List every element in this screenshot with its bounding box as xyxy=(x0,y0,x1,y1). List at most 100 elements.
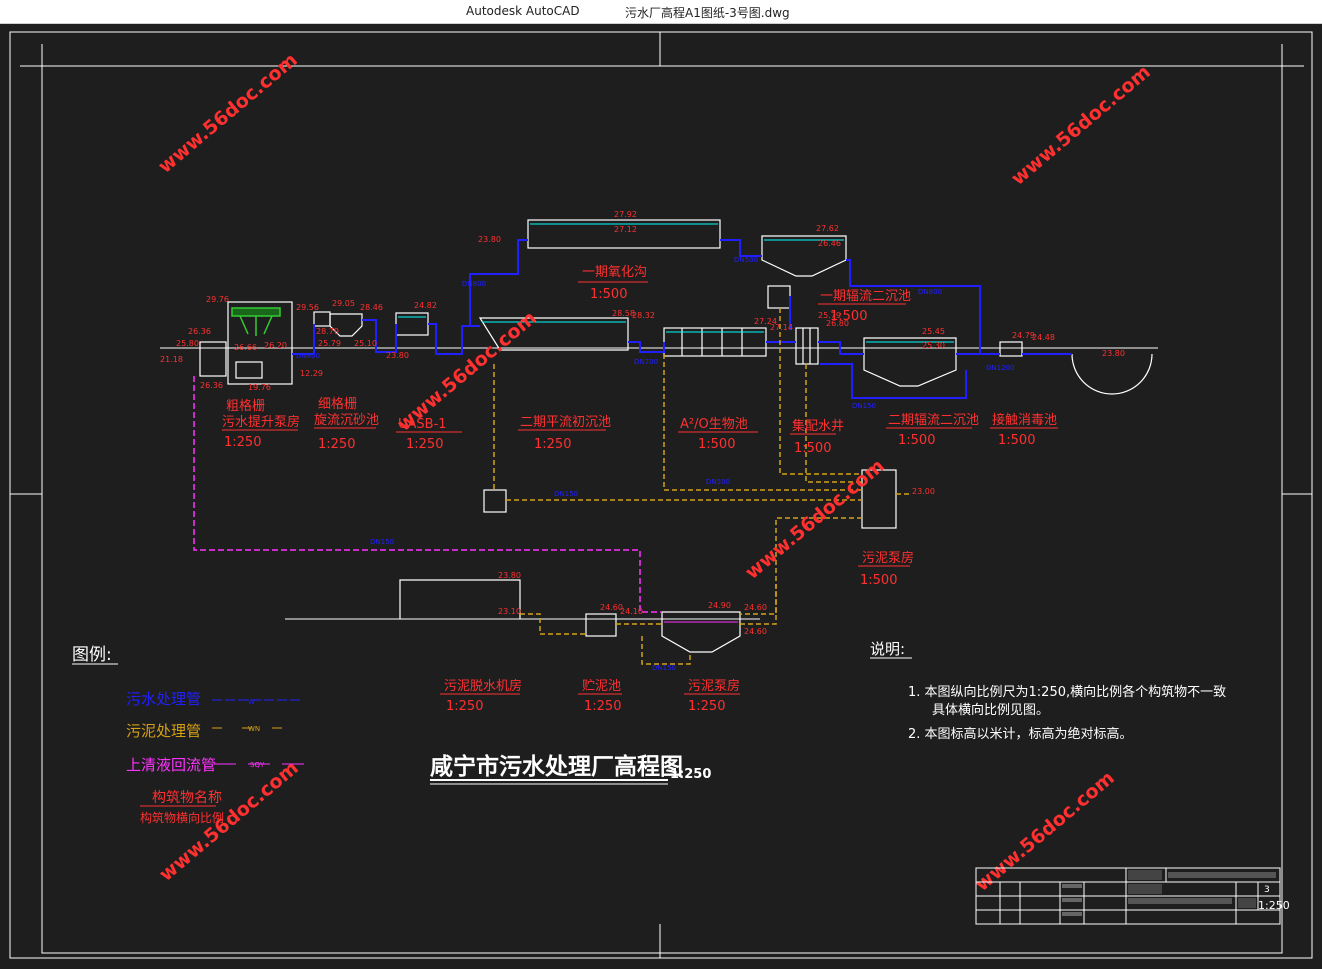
return-pipe xyxy=(193,376,662,613)
structure-name: 二期辐流二沉池 xyxy=(888,413,979,428)
uasb-tank xyxy=(395,312,429,336)
svg-text:29.05: 29.05 xyxy=(332,299,355,308)
fine-screen xyxy=(313,311,331,327)
phase1-well xyxy=(767,285,791,309)
svg-text:24.60: 24.60 xyxy=(744,603,767,612)
structure-scale: 1:500 xyxy=(698,437,735,452)
inner-frame xyxy=(41,65,1283,954)
phase2-secondary-clarifier xyxy=(863,337,957,387)
phase1-secondary-clarifier xyxy=(761,235,847,277)
svg-text:24.90: 24.90 xyxy=(708,601,731,610)
oxidation-ditch xyxy=(527,219,721,249)
svg-text:24.48: 24.48 xyxy=(1032,333,1055,342)
structure-name: 旋流沉砂池 xyxy=(314,413,379,428)
svg-text:DN800: DN800 xyxy=(918,288,942,296)
primary-clarifier xyxy=(478,317,629,351)
svg-text:24.60: 24.60 xyxy=(600,603,623,612)
svg-text:24.82: 24.82 xyxy=(414,301,437,310)
structure-name: 污泥泵房 xyxy=(862,550,914,566)
svg-text:26.80: 26.80 xyxy=(826,319,849,328)
svg-text:DN150: DN150 xyxy=(652,664,676,672)
legend: 图例: 污水处理管 W 污泥处理管 WN 上清液回流管 SQY 构筑物名称 构筑… xyxy=(72,645,310,825)
structure-scale: 1:250 xyxy=(318,437,355,452)
structure-scale: 1:250 xyxy=(534,437,571,452)
outfall-river xyxy=(1071,353,1153,395)
structure-name: UASB-1 xyxy=(398,417,447,432)
outer-frame xyxy=(9,31,1313,959)
svg-text:DN500: DN500 xyxy=(706,478,730,486)
file-name: 污水厂高程A1图纸-3号图.dwg xyxy=(625,6,790,20)
structure-scale: 1:250 xyxy=(224,435,261,450)
title-bar: Autodesk AutoCAD 污水厂高程A1图纸-3号图.dwg xyxy=(0,0,1322,24)
structure-scale: 1:500 xyxy=(794,441,831,456)
structure-name: 粗格栅 xyxy=(226,398,265,414)
note-item: 1. 本图纵向比例尺为1:250,横向比例各个构筑物不一致 xyxy=(908,684,1226,700)
structure-name: 集配水井 xyxy=(792,418,844,434)
coarse-screen-box xyxy=(199,341,227,377)
svg-text:24.79: 24.79 xyxy=(1012,331,1035,340)
structure-name: 污泥脱水机房 xyxy=(444,678,522,694)
svg-text:27.62: 27.62 xyxy=(816,224,839,233)
legend-item-code: W xyxy=(248,698,255,706)
structure-name: 贮泥池 xyxy=(582,679,621,694)
structure-scale: 1:500 xyxy=(830,309,867,324)
sludge-storage xyxy=(585,613,617,637)
svg-text:27.12: 27.12 xyxy=(614,225,637,234)
svg-text:21.18: 21.18 xyxy=(160,355,183,364)
structure-name: A²/O生物池 xyxy=(680,417,748,432)
svg-text:19.76: 19.76 xyxy=(248,383,271,392)
structure-scale: 1:250 xyxy=(446,699,483,714)
svg-text:26.36: 26.36 xyxy=(200,381,223,390)
grit-chamber xyxy=(329,313,363,337)
structure-name: 一期辐流二沉池 xyxy=(820,289,911,304)
sheet-number: 3 xyxy=(1264,885,1270,895)
notes-title: 说明: xyxy=(870,640,905,658)
svg-text:26.36: 26.36 xyxy=(188,327,211,336)
svg-text:23.80: 23.80 xyxy=(386,351,409,360)
svg-text:28.46: 28.46 xyxy=(360,303,383,312)
svg-text:28.79: 28.79 xyxy=(316,327,339,336)
legend-item-label: 污泥处理管 xyxy=(126,722,201,740)
title-block-text: 3 1:250 xyxy=(1062,870,1290,916)
svg-text:1:250: 1:250 xyxy=(670,767,711,782)
structure-name: 细格栅 xyxy=(318,396,357,412)
drawing-svg[interactable]: 27.92 27.12 27.62 26.46 23.80 29.76 29.5… xyxy=(0,24,1322,965)
svg-text:28.58: 28.58 xyxy=(612,309,635,318)
svg-text:DN150: DN150 xyxy=(852,402,876,410)
screen-equipment xyxy=(231,307,281,336)
svg-text:25.79: 25.79 xyxy=(818,311,841,320)
svg-text:27.24: 27.24 xyxy=(754,317,777,326)
main-title: 咸宁市污水处理厂高程图 1:250 xyxy=(430,753,711,785)
sludge-well xyxy=(483,489,507,513)
svg-text:29.76: 29.76 xyxy=(206,295,229,304)
title-block xyxy=(975,867,1281,925)
structure-name: 污泥泵房 xyxy=(688,678,740,694)
legend-title: 图例: xyxy=(72,645,112,665)
elevation-labels: 27.92 27.12 27.62 26.46 23.80 29.76 29.5… xyxy=(160,210,1125,636)
pipe-labels: DN800 DN500 DN800 DN1200 DN700 DN800 DN1… xyxy=(296,256,1014,672)
svg-text:25.30: 25.30 xyxy=(922,341,945,350)
svg-text:28.32: 28.32 xyxy=(632,311,655,320)
svg-text:12.29: 12.29 xyxy=(300,369,323,378)
structure-labels: 粗格栅 污水提升泵房 1:250 细格栅 旋流沉砂池 1:250 UASB-1 … xyxy=(222,265,1058,714)
svg-text:27.14: 27.14 xyxy=(770,323,793,332)
legend-item-code: WN xyxy=(248,725,260,733)
svg-text:25.10: 25.10 xyxy=(354,339,377,348)
svg-text:24.60: 24.60 xyxy=(744,627,767,636)
svg-text:23.80: 23.80 xyxy=(478,235,501,244)
structure-scale: 1:250 xyxy=(688,699,725,714)
svg-text:DN150: DN150 xyxy=(370,538,394,546)
svg-text:24.10: 24.10 xyxy=(620,607,643,616)
drawing-canvas[interactable]: 27.92 27.12 27.62 26.46 23.80 29.76 29.5… xyxy=(0,24,1322,965)
svg-text:DN500: DN500 xyxy=(734,256,758,264)
contact-tank xyxy=(999,341,1023,357)
svg-text:25.79: 25.79 xyxy=(318,339,341,348)
note-item: 2. 本图标高以米计，标高为绝对标高。 xyxy=(908,726,1133,742)
pump-well xyxy=(235,361,263,379)
svg-text:26.46: 26.46 xyxy=(818,239,841,248)
svg-text:26.20: 26.20 xyxy=(264,341,287,350)
structure-scale: 1:250 xyxy=(584,699,621,714)
legend-item-label: 上清液回流管 xyxy=(126,756,216,774)
legend-item-code: SQY xyxy=(250,761,265,769)
structure-name: 接触消毒池 xyxy=(992,412,1057,428)
